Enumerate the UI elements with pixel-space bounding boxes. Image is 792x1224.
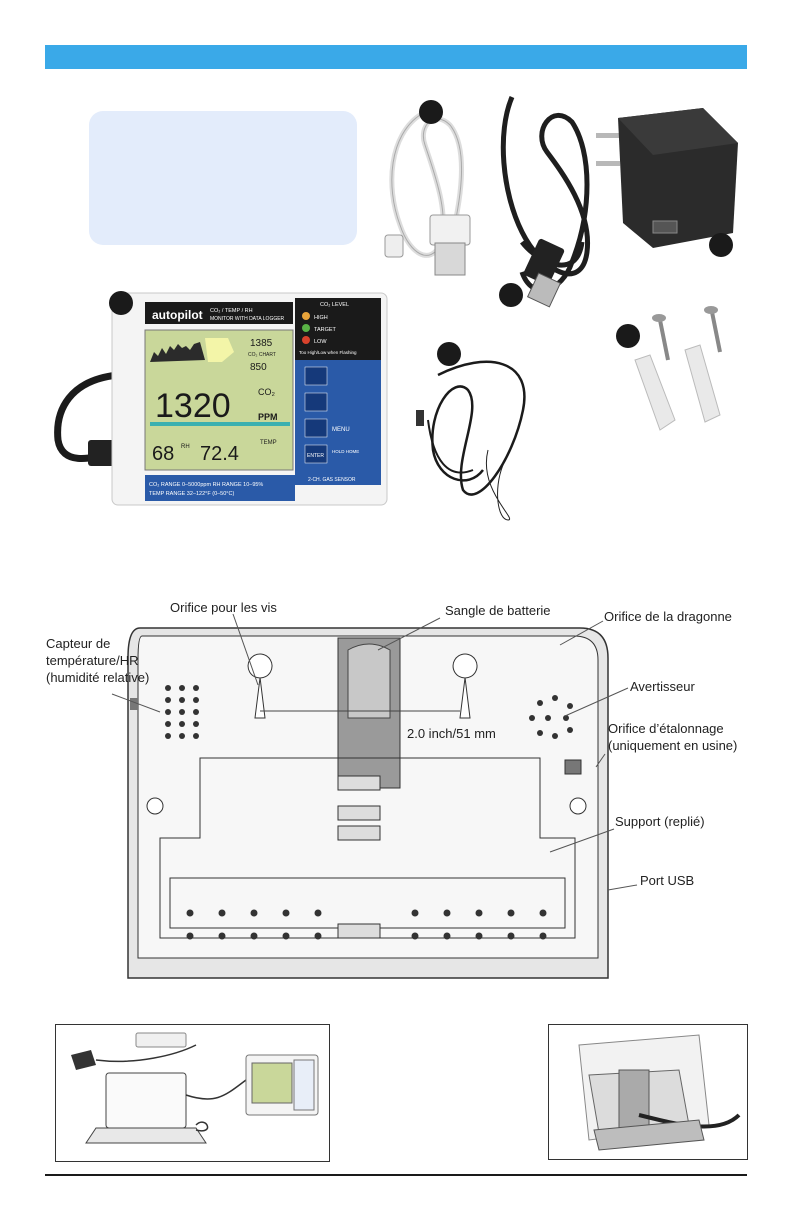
info-box xyxy=(89,111,357,245)
item-badge-1 xyxy=(109,291,133,315)
item-badge-6 xyxy=(616,324,640,348)
item-badge-4 xyxy=(709,233,733,257)
back-stand-illustration xyxy=(578,1034,741,1151)
section-header-band xyxy=(45,45,747,69)
enter-button-label: ENTER xyxy=(307,453,324,459)
label-stand: Support (replié) xyxy=(615,814,705,829)
white-usb-cable-image xyxy=(384,112,471,276)
device-model-line2: MONITOR WITH DATA LOGGER xyxy=(210,316,285,322)
lcd-rh-unit: RH xyxy=(181,444,190,450)
co2-level-title: CO₂ LEVEL xyxy=(320,302,349,308)
lcd-temp-value: 72.4 xyxy=(200,443,239,465)
lanyard-image xyxy=(416,360,526,521)
label-calibration-hole: Orifice d’étalonnage (uniquement en usin… xyxy=(608,721,738,753)
lcd-chart-tag: CO₂ CHART xyxy=(248,352,276,358)
dimension-label: 2.0 inch/51 mm xyxy=(407,726,496,741)
lcd-temp-unit: TEMP xyxy=(260,440,277,446)
lcd-small-value: 1385 xyxy=(250,338,273,349)
item-badge-5 xyxy=(437,342,461,366)
laptop-connection-illustration xyxy=(71,1032,319,1144)
lcd-rh-value: 68 xyxy=(152,443,174,465)
level-target: TARGET xyxy=(314,327,337,333)
level-high: HIGH xyxy=(314,315,328,321)
photo-laptop-connection xyxy=(55,1024,330,1162)
power-adapter-image xyxy=(596,108,738,248)
black-usb-cable-image xyxy=(500,96,591,308)
item-badge-3 xyxy=(499,283,523,307)
label-buzzer: Avertisseur xyxy=(630,679,695,694)
label-temp-rh-sensor: Capteur de température/HR (humidité rela… xyxy=(46,636,150,685)
label-usb-port: Port USB xyxy=(640,873,695,888)
item-badge-2 xyxy=(419,100,443,124)
footer-rule xyxy=(45,1174,747,1176)
menu-button-label: MENU xyxy=(332,427,350,433)
lcd-co2-tag: CO₂ xyxy=(258,387,276,397)
lcd-main-value: 1320 xyxy=(155,387,231,425)
range-line-2: TEMP RANGE 32–122°F (0–50°C) xyxy=(149,491,234,497)
photo-back-stand-battery xyxy=(548,1024,748,1160)
device-model-line1: CO₂ / TEMP / RH xyxy=(210,308,253,314)
label-battery-strap: Sangle de batterie xyxy=(445,603,551,618)
device-back-diagram: 2.0 inch/51 mm xyxy=(127,627,609,979)
label-lanyard-hole: Orifice de la dragonne xyxy=(604,609,732,624)
flash-note: Too High/Low when Flashing xyxy=(299,350,357,355)
lcd-avg-value: 850 xyxy=(250,362,267,373)
sensor-tag: 2-CH. GAS SENSOR xyxy=(308,477,356,483)
hold-home-label: HOLD HOME xyxy=(332,449,359,454)
level-low: LOW xyxy=(314,339,327,345)
label-screw-holes: Orifice pour les vis xyxy=(170,600,277,615)
lcd-main-unit: PPM xyxy=(258,412,278,422)
range-line-1: CO₂ RANGE 0–5000ppm RH RANGE 10–95% xyxy=(149,482,263,488)
screws-and-anchors-image xyxy=(634,306,722,431)
device-brand: autopilot xyxy=(152,308,203,322)
co2-monitor-front-image: autopilot CO₂ / TEMP / RH MONITOR WITH D… xyxy=(54,292,388,506)
